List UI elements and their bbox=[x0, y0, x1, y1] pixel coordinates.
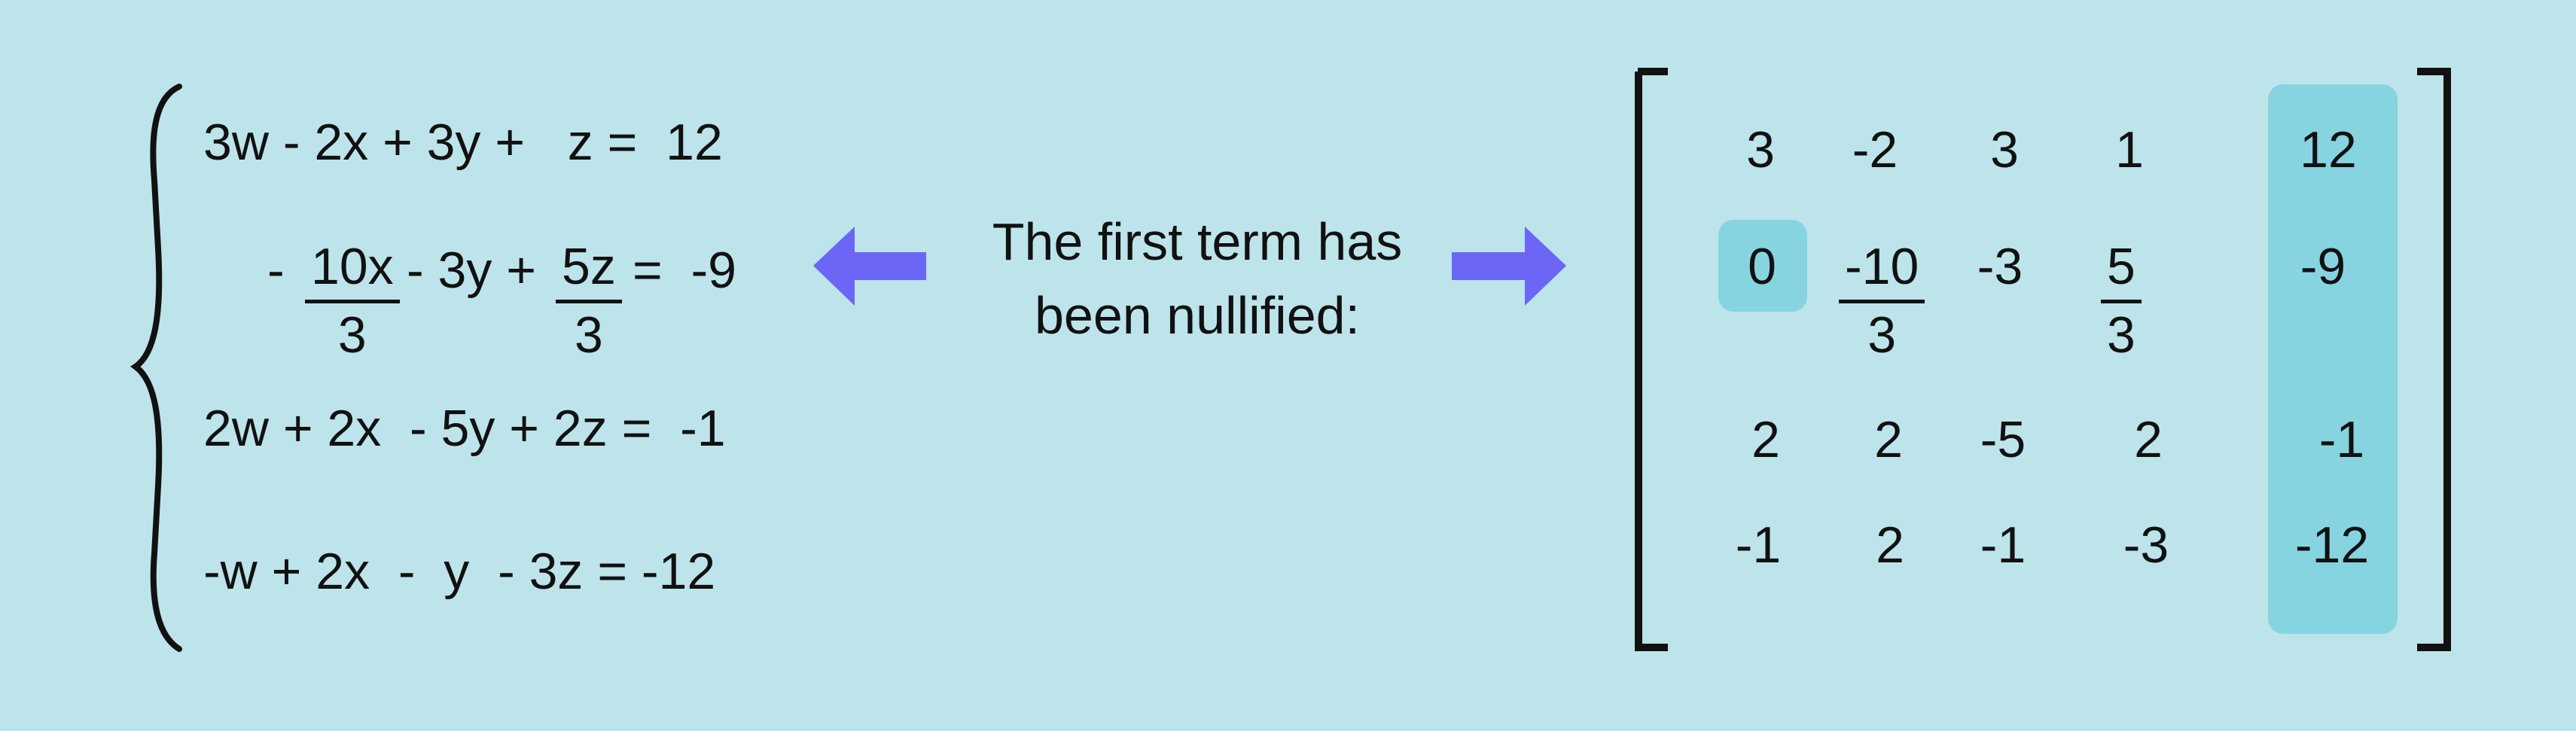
fraction-denominator: 3 bbox=[1867, 306, 1897, 364]
equation-3: 2w + 2x - 5y + 2z = -1 bbox=[203, 400, 726, 457]
fraction-numerator: 10x bbox=[305, 241, 400, 303]
matrix-r2-c3: -3 bbox=[1977, 238, 2023, 295]
fraction-denominator: 3 bbox=[337, 306, 367, 364]
matrix-r3-c3: -5 bbox=[1980, 411, 2026, 468]
fraction-numerator: 5z bbox=[556, 241, 622, 303]
matrix-r1-c5: 12 bbox=[2300, 121, 2357, 178]
pivot-highlight bbox=[1718, 220, 1807, 312]
equation-2-lead: - bbox=[267, 242, 285, 299]
matrix-r4-c5: -12 bbox=[2294, 516, 2370, 574]
matrix-r4-c3: -1 bbox=[1980, 516, 2026, 574]
matrix-r2-c4-fraction: 5 3 bbox=[2101, 241, 2142, 361]
constants-column-highlight bbox=[2268, 84, 2398, 634]
matrix-r1-c1: 3 bbox=[1746, 121, 1775, 178]
matrix-r1-c3: 3 bbox=[1990, 121, 2019, 178]
matrix-r2-c1: 0 bbox=[1748, 238, 1776, 295]
equation-1: 3w - 2x + 3y + z = 12 bbox=[203, 114, 723, 171]
fraction-denominator: 3 bbox=[2107, 306, 2135, 364]
fraction-numerator: -10 bbox=[1839, 241, 1925, 303]
matrix-r1-c2: -2 bbox=[1852, 121, 1898, 178]
arrow-left-icon bbox=[813, 227, 926, 306]
equation-2-middle: - 3y + bbox=[407, 242, 536, 299]
nullified-message: The first term has been nullified: bbox=[941, 205, 1453, 352]
equation-2-tail: = -9 bbox=[633, 242, 736, 299]
matrix-r3-c2: 2 bbox=[1874, 411, 1903, 468]
equation-4: -w + 2x - y - 3z = -12 bbox=[203, 543, 716, 600]
matrix-r3-c1: 2 bbox=[1751, 411, 1780, 468]
equation-2-fraction-z: 5z 3 bbox=[556, 241, 622, 361]
matrix-r2-c5: -9 bbox=[2300, 238, 2346, 295]
brace-icon bbox=[130, 84, 182, 652]
message-line-2: been nullified: bbox=[1035, 286, 1360, 345]
fraction-denominator: 3 bbox=[575, 306, 603, 364]
arrow-right-icon bbox=[1452, 227, 1566, 306]
fraction-numerator: 5 bbox=[2101, 241, 2142, 303]
matrix-r4-c4: -3 bbox=[2123, 516, 2169, 574]
matrix-r3-c5: -1 bbox=[2318, 411, 2365, 468]
matrix-r2-c2-fraction: -10 3 bbox=[1839, 241, 1925, 361]
message-line-1: The first term has bbox=[992, 212, 1403, 271]
matrix-r4-c2: 2 bbox=[1876, 516, 1904, 574]
equation-2-fraction-x: 10x 3 bbox=[305, 241, 400, 361]
matrix-r3-c4: 2 bbox=[2134, 411, 2163, 468]
matrix-r1-c4: 1 bbox=[2115, 121, 2144, 178]
bracket-right-icon bbox=[2417, 68, 2451, 651]
matrix-r4-c1: -1 bbox=[1735, 516, 1782, 574]
bracket-left-icon bbox=[1635, 68, 1668, 651]
